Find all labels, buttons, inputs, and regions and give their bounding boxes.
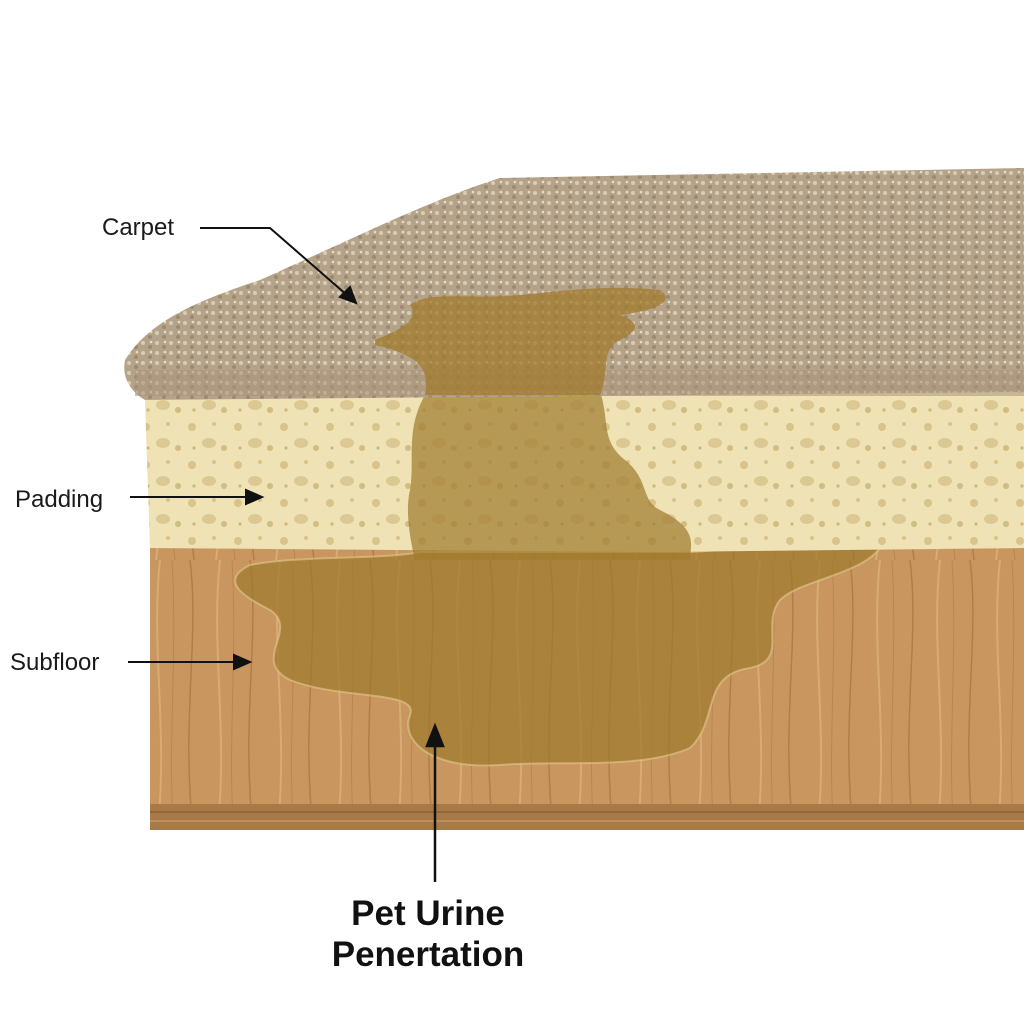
urine-arrow xyxy=(425,722,445,882)
diagram-title: Pet Urine Penertation xyxy=(278,893,578,975)
padding-label: Padding xyxy=(15,486,104,513)
urine-carpet-stain xyxy=(375,287,666,395)
subfloor-arrow xyxy=(128,653,253,671)
carpet-layer xyxy=(124,168,1024,400)
title-line-2: Penertation xyxy=(331,935,525,974)
title-line-1: Pet Urine xyxy=(351,894,505,933)
carpet-arrow xyxy=(200,227,358,305)
padding-arrow xyxy=(130,488,265,506)
carpet-label: Carpet xyxy=(102,214,175,241)
urine-padding-column xyxy=(407,392,692,560)
subfloor-label: Subfloor xyxy=(10,649,100,676)
